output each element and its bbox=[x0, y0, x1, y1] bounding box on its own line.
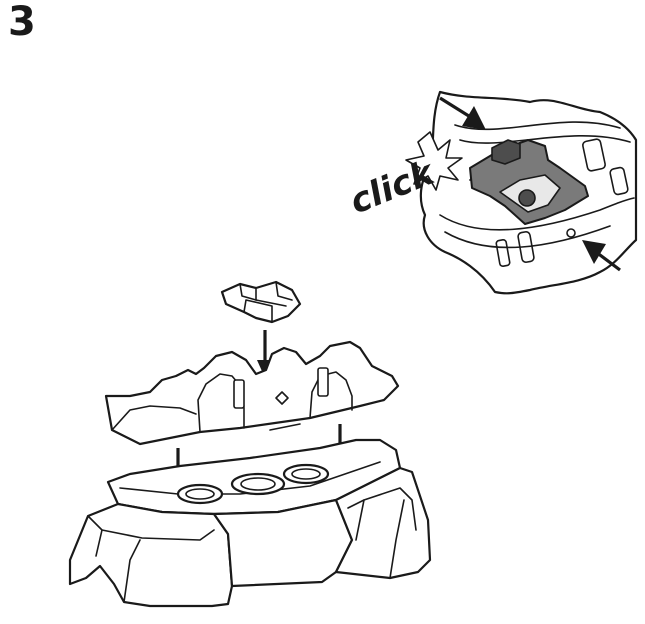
push-arrow-lower bbox=[582, 240, 621, 272]
foot-base-icon bbox=[68, 438, 432, 608]
detail-inset-icon: click bbox=[344, 90, 638, 295]
clamp-piece-icon bbox=[220, 280, 302, 324]
push-arrow-upper bbox=[439, 96, 486, 130]
step-number: 3 bbox=[8, 0, 36, 45]
cradle-saddle-icon bbox=[104, 340, 400, 446]
